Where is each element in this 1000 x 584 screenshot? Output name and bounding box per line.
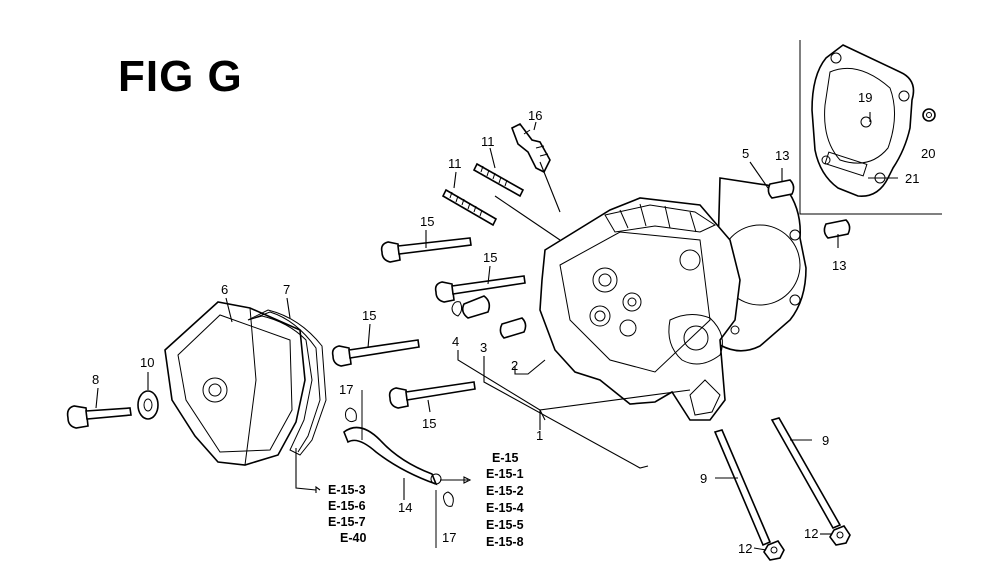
callout-21: 21: [905, 171, 919, 186]
callout-20: 20: [921, 146, 935, 161]
cylinder-head-1: [539, 197, 741, 421]
dowel-pin-13-lower: [823, 219, 851, 239]
callout-15-middle: 15: [362, 308, 376, 323]
clip-17-upper: [345, 390, 363, 440]
stud-11-left: [441, 188, 498, 227]
nut-12-left: [763, 540, 785, 561]
callout-8: 8: [92, 372, 99, 387]
collar-3: [461, 295, 491, 319]
dowel-pin-13-upper: [767, 179, 795, 199]
callout-1: 1: [536, 428, 543, 443]
callout-17-upper: 17: [339, 382, 353, 397]
bolt-15-middle: [331, 339, 420, 367]
callout-15-top: 15: [420, 214, 434, 229]
callout-7: 7: [283, 282, 290, 297]
callout-12-left: 12: [738, 541, 752, 556]
reference-left: E-15-3 E-15-6 E-15-7 E-40: [328, 483, 366, 545]
reference-code: E-15-6: [328, 499, 366, 513]
callout-13-upper: 13: [775, 148, 789, 163]
stud-9-left: [713, 429, 772, 547]
bolt-15-upper: [434, 275, 526, 303]
stud-11-right: [472, 162, 525, 198]
reference-code: E-15-3: [328, 483, 366, 497]
reference-code: E-15-4: [486, 501, 524, 515]
inset-panel: [799, 40, 942, 215]
leader-lines: [95, 121, 839, 551]
callout-19: 19: [858, 90, 872, 105]
callout-labels: 16 11 11 15 15 15 15 5 13 13 19 20 21 6 …: [92, 90, 935, 556]
callout-9-right: 9: [822, 433, 829, 448]
reference-right: E-15 E-15-1 E-15-2 E-15-4 E-15-5 E-15-8: [486, 451, 524, 549]
reference-code: E-15-5: [486, 518, 524, 532]
head-cover-6: [164, 301, 306, 466]
breather-tube-14: [343, 426, 442, 486]
nut-20: [922, 108, 936, 122]
clip-4: [451, 301, 463, 317]
reference-code: E-15-2: [486, 484, 524, 498]
reference-code: E-15-7: [328, 515, 366, 529]
callout-13-lower: 13: [832, 258, 846, 273]
bolt-8: [66, 405, 132, 429]
figure-title: FIG G: [118, 52, 243, 101]
callout-15-lower: 15: [422, 416, 436, 431]
callout-11-upper: 11: [481, 134, 495, 149]
bolt-15-lower: [388, 381, 476, 409]
callout-4: 4: [452, 334, 459, 349]
reference-code: E-15-8: [486, 535, 524, 549]
nut-12-right: [829, 525, 851, 546]
callout-3: 3: [480, 340, 487, 355]
callout-5: 5: [742, 146, 749, 161]
head-cover-packing-7: [247, 309, 327, 456]
callout-17-lower: 17: [442, 530, 456, 545]
stud-9-right: [770, 417, 842, 530]
washer-10: [137, 390, 159, 420]
clip-17-lower: [435, 490, 454, 548]
spark-plug-16: [510, 122, 551, 174]
callout-14: 14: [398, 500, 412, 515]
callout-12-right: 12: [804, 526, 818, 541]
callout-6: 6: [221, 282, 228, 297]
dowel-2: [499, 317, 527, 339]
callout-10: 10: [140, 355, 154, 370]
callout-16: 16: [528, 108, 542, 123]
reference-code: E-15-1: [486, 467, 524, 481]
reference-code: E-15: [492, 451, 518, 465]
reference-code: E-40: [340, 531, 366, 545]
callout-9-left: 9: [700, 471, 707, 486]
bolt-15-top: [380, 237, 472, 263]
callout-15-upper: 15: [483, 250, 497, 265]
callout-2: 2: [511, 358, 518, 373]
callout-11-lower: 11: [448, 156, 462, 171]
